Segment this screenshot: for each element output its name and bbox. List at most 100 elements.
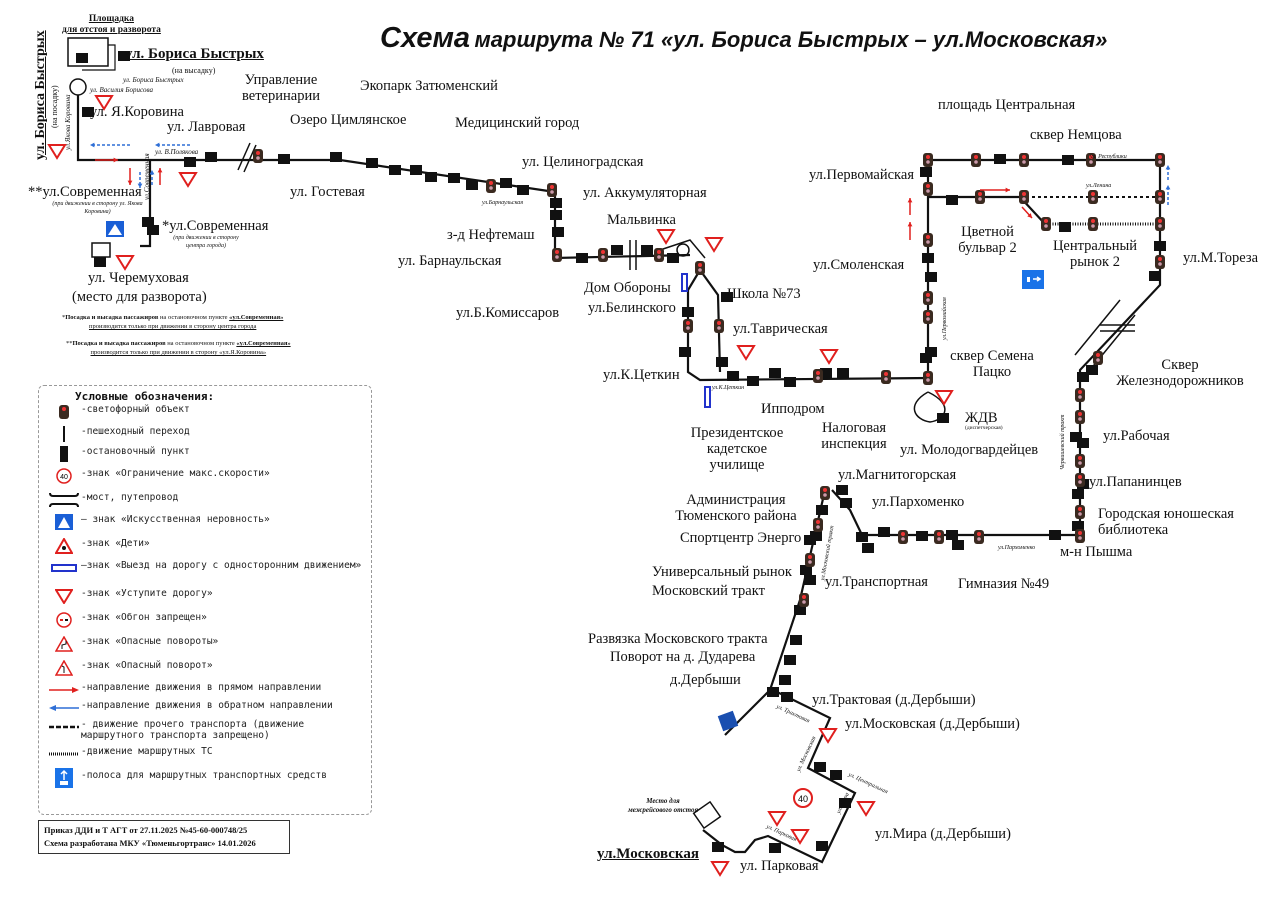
- bus-stop-icon: [550, 198, 562, 208]
- street-label: ул.Якова Коровина: [64, 94, 72, 150]
- railway-crossings: [237, 142, 1136, 371]
- bus-stop-icon: [576, 253, 588, 263]
- stop-label: Городская юношеская библиотека: [1098, 506, 1234, 538]
- traffic-light-icon: [923, 233, 933, 247]
- bus-stop-icon: [784, 377, 796, 387]
- page-title: Схема маршрута № 71 «ул. Бориса Быстрых …: [380, 22, 1107, 55]
- legend-item: -светофорный объект: [47, 404, 371, 420]
- end-stop-label: ул.Московская: [597, 846, 699, 862]
- route-segment-shkola: [699, 269, 722, 373]
- route-segment-moskovsky-trakt: [724, 489, 827, 736]
- traffic-light-icon: [683, 319, 693, 333]
- route-segment-derbyshi: [702, 689, 857, 864]
- stop-label: сквер Семена Пацко: [950, 348, 1034, 380]
- legend-label: – знак «Искусственная неровность»: [81, 514, 270, 525]
- bus-stop-icon: [747, 376, 759, 386]
- stop-label: ул. Лавровая: [167, 119, 246, 135]
- bus-stop-icon: [767, 687, 779, 697]
- traffic-light-icon: [923, 153, 933, 167]
- bus-stop-icon: [667, 253, 679, 263]
- stop-label: м-н Пышма: [1060, 544, 1133, 560]
- traffic-light-icon: [253, 149, 263, 163]
- malvinka-loop: [659, 239, 706, 259]
- forward-arrow-icon: [95, 157, 118, 163]
- stop-label: Спортцентр Энерго: [680, 530, 802, 546]
- yield-signs: [47, 95, 954, 877]
- bus-stop-icon: [679, 347, 691, 357]
- bus-stop-icon: [816, 505, 828, 515]
- yield-sign-icon: [710, 861, 730, 877]
- street-label: ул.Пархоменко: [998, 545, 1036, 551]
- street-label: ул.Современная: [143, 153, 151, 200]
- stop-label: Администрация Тюменского района: [675, 492, 797, 524]
- stop-label: ул. Гостевая: [290, 184, 365, 200]
- yield-sign-icon: [47, 144, 67, 160]
- bus-stop-icon: [1059, 222, 1071, 232]
- title-word: Схема: [380, 22, 471, 54]
- legend-label: -полоса для маршрутных транспортных сред…: [81, 770, 327, 781]
- bus-stop-icon: [878, 527, 890, 537]
- traffic-light-icon: [1075, 529, 1085, 543]
- bus-stop-icon: [820, 368, 832, 378]
- street-label: ул. Республики: [1090, 154, 1127, 160]
- svg-text:40: 40: [798, 794, 808, 804]
- legend-label: -знак «Уступите дорогу»: [81, 588, 213, 599]
- yield-sign-icon: [736, 345, 756, 361]
- turning-circle: [69, 78, 87, 96]
- stop-label: Президентское кадетское училище: [690, 425, 784, 473]
- children-sign-icon: [47, 538, 81, 554]
- traffic-light-icon: [881, 370, 891, 384]
- traffic-light-icon: [1088, 190, 1098, 204]
- yield-sign-icon: [767, 811, 787, 827]
- legend-item: -остановочный пункт: [47, 446, 371, 462]
- title-rest: маршрута № 71 «ул. Бориса Быстрых – ул.М…: [474, 27, 1108, 52]
- bus-stop-icon: [1070, 432, 1082, 442]
- bus-stop-icon: [916, 531, 928, 541]
- traffic-light-icon: [552, 248, 562, 262]
- note-star: *: [62, 314, 66, 321]
- bus-stop-icon: [1062, 155, 1074, 165]
- traffic-light-icon: [47, 404, 81, 420]
- bus-stop-icon: [769, 843, 781, 853]
- stop-label: Дом Обороны: [584, 280, 671, 296]
- bus-stop-icon: [366, 158, 378, 168]
- street-label: ул. Бориса Быстрых: [123, 76, 184, 84]
- malvinka-ring: [676, 243, 690, 257]
- stop-label: ул. Черемуховая: [88, 270, 189, 286]
- stop-label: Поворот на д. Дударева: [610, 649, 756, 665]
- legend-item: -пешеходный переход: [47, 426, 371, 442]
- stop-label: ул. Парковая: [740, 858, 819, 874]
- bus-stop-icon: [1149, 271, 1161, 281]
- forward-arrow-icon: [907, 198, 913, 215]
- yield-sign-icon: [47, 588, 81, 604]
- traffic-light-icon: [934, 530, 944, 544]
- stop-label: ул.К.Цеткин: [603, 367, 680, 383]
- traffic-light-icon: [974, 530, 984, 544]
- stop-label: Универсальный рынок: [652, 564, 792, 580]
- bus-stop-icon: [856, 532, 868, 542]
- bus-stop-icon: [517, 185, 529, 195]
- bridge-icon: [47, 492, 81, 508]
- bus-stop-icon: [550, 210, 562, 220]
- bus-stop-icon: [800, 565, 812, 575]
- footer-info: Приказ ДДИ и Т АГТ от 27.11.2025 №45-60-…: [38, 820, 290, 854]
- legend-item: -знак «Дети»: [47, 538, 371, 554]
- traffic-light-icon: [813, 518, 823, 532]
- bus-stop-icon: [410, 165, 422, 175]
- bus-stop-icon: [118, 51, 130, 61]
- bus-stop-icon: [721, 292, 733, 302]
- note-text: на остановочном пункте: [158, 314, 230, 321]
- dangerous-turns-sign-icon: [47, 636, 81, 652]
- legend-label: -знак «Обгон запрещен»: [81, 612, 207, 623]
- traffic-light-icon: [975, 190, 985, 204]
- footer-developer: Схема разработана МКУ «Тюменьгортранс» 1…: [44, 838, 256, 848]
- yield-sign-icon: [790, 829, 810, 845]
- traffic-light-icon: [923, 371, 933, 385]
- bus-stop-icon: [389, 165, 401, 175]
- note-star: **: [66, 340, 73, 347]
- legend-label: -знак «Ограничение макс.скорости»: [81, 468, 270, 479]
- turnaround-area: [91, 242, 111, 258]
- route-number-sign-icon: [717, 710, 739, 732]
- legend-label: -остановочный пункт: [81, 446, 190, 457]
- traffic-light-icon: [923, 291, 933, 305]
